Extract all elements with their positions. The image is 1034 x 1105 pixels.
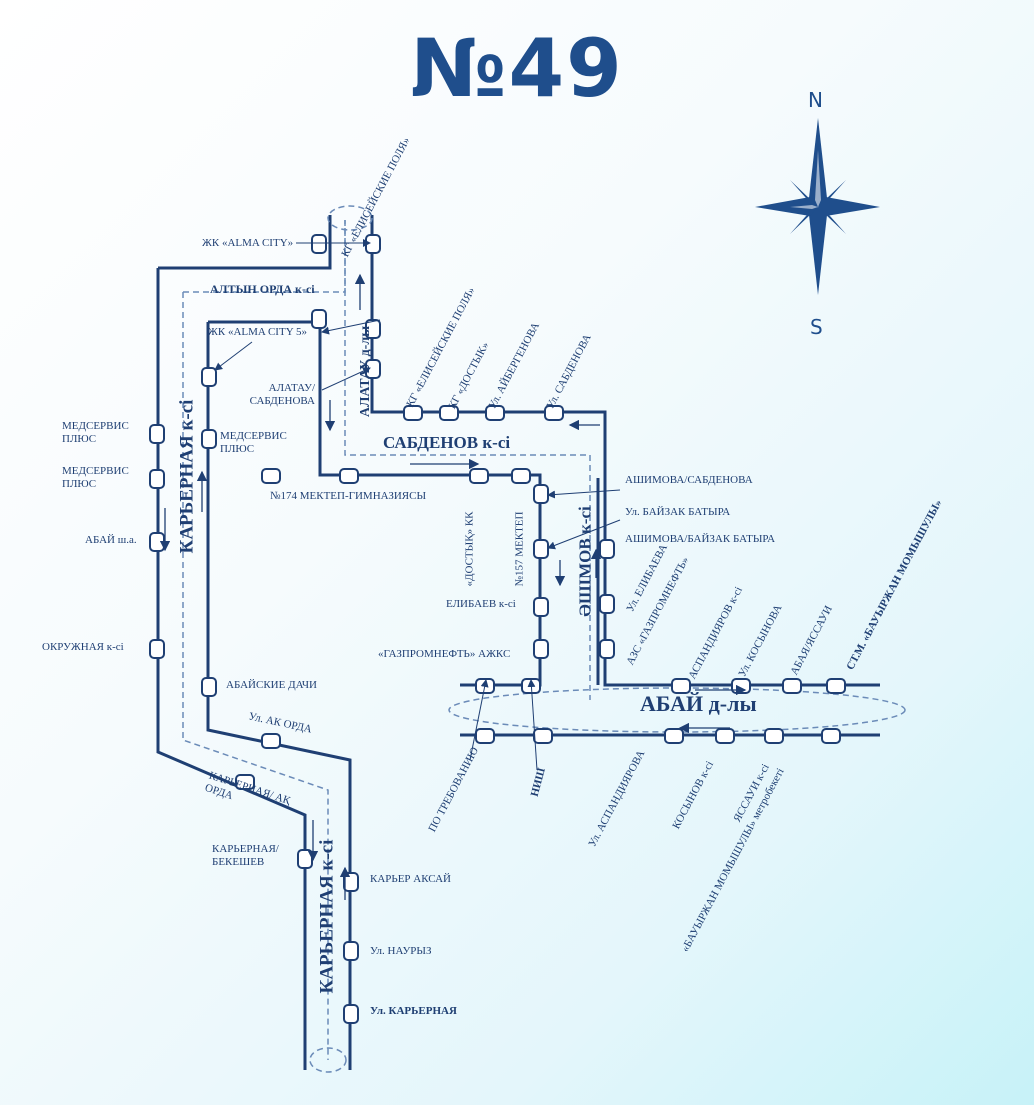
stop-abaiskie-dachi: АБАЙСКИЕ ДАЧИ [226, 679, 317, 691]
stop-mektep174: №174 МЕКТЕП-ГИМНАЗИЯСЫ [270, 490, 427, 502]
stop-ul-baizak: Ул. БАЙЗАК БАТЫРА [625, 506, 731, 518]
compass-icon [755, 118, 880, 295]
stop-karyer-aksai: КАРЬЕР АКСАЙ [370, 873, 451, 885]
stop-mektep157: №157 МЕКТЕП [513, 511, 526, 587]
street-alatau: АЛАТАУ д-лы [358, 325, 374, 418]
stop-gazprom-azhks: «ГАЗПРОМНЕФТЬ» АЖКС [378, 648, 511, 660]
stop-ashimova-sabdenova: АШИМОВА/САБДЕНОВА [625, 474, 753, 486]
street-ashimov: ӘШІМОВ к-сі [575, 506, 595, 617]
stop-medservis-plus-1: МЕДСЕРВИС ПЛЮС [62, 420, 129, 445]
stop-abai-sha: АБАЙ ш.а. [85, 534, 137, 546]
street-karyernaya-bottom: КАРЬЕРНАЯ к-сі [316, 839, 338, 994]
stop-karyernaya-bekeshev: КАРЬЕРНАЯ/ БЕКЕШЕВ [212, 843, 279, 868]
stop-medservis-plus-3: МЕДСЕРВИС ПЛЮС [220, 430, 287, 455]
stop-okruzhnaya: ОКРУЖНАЯ к-сі [42, 641, 124, 653]
stop-alatau-sabdenova: АЛАТАУ/ САБДЕНОВА [249, 382, 315, 407]
stop-zhk-alma-city: ЖК «ALMA CITY» [202, 237, 294, 249]
compass-south-label: S [810, 315, 823, 339]
stop-ul-karyernaya: Ул. КАРЬЕРНАЯ [370, 1005, 457, 1017]
compass-north-label: N [808, 88, 823, 112]
street-altyn-orda: АЛТЫН ОРДА к-сі [210, 282, 315, 296]
street-karyernaya-top: КАРЬЕРНАЯ к-сі [176, 399, 198, 554]
direction-arrows [159, 273, 747, 900]
stop-dostyk-kk: «ДОСТЫҚ» КК [463, 511, 476, 587]
street-abai: АБАЙ д-лы [640, 691, 757, 716]
street-sabdenov: САБДЕНОВ к-сі [383, 433, 511, 452]
stop-pointers [214, 239, 621, 771]
stop-zhk-alma-city5: ЖК «ALMA CITY 5» [208, 326, 307, 338]
stop-ashimova-baizak: АШИМОВА/БАЙЗАК БАТЫРА [625, 533, 776, 545]
stop-medservis-plus-2: МЕДСЕРВИС ПЛЮС [62, 465, 129, 490]
stop-nauryz: Ул. НАУРЫЗ [370, 945, 432, 957]
route-title: №49 [410, 22, 624, 115]
stop-markers [149, 234, 846, 1024]
stop-elibaev: ЕЛИБАЕВ к-сі [446, 598, 516, 610]
